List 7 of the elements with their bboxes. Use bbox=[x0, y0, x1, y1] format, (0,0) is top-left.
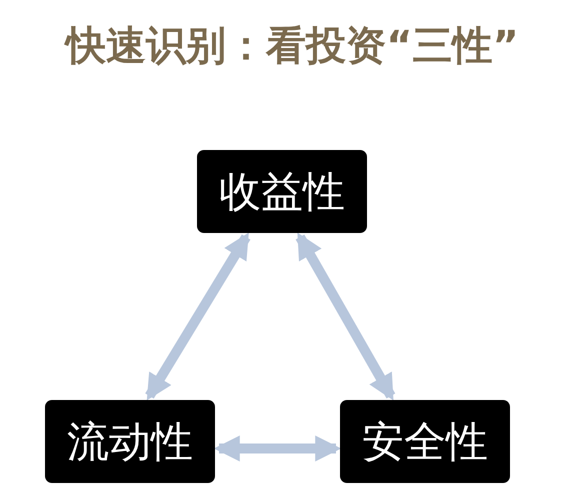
label-box: 安全性 bbox=[340, 400, 510, 483]
double-arrow bbox=[145, 232, 250, 400]
title: 快速识别：看投资“三性” bbox=[63, 22, 520, 71]
double-arrow bbox=[296, 232, 396, 401]
label-box: 流动性 bbox=[45, 400, 215, 483]
double-arrow bbox=[214, 436, 342, 462]
label-box: 收益性 bbox=[197, 150, 367, 233]
